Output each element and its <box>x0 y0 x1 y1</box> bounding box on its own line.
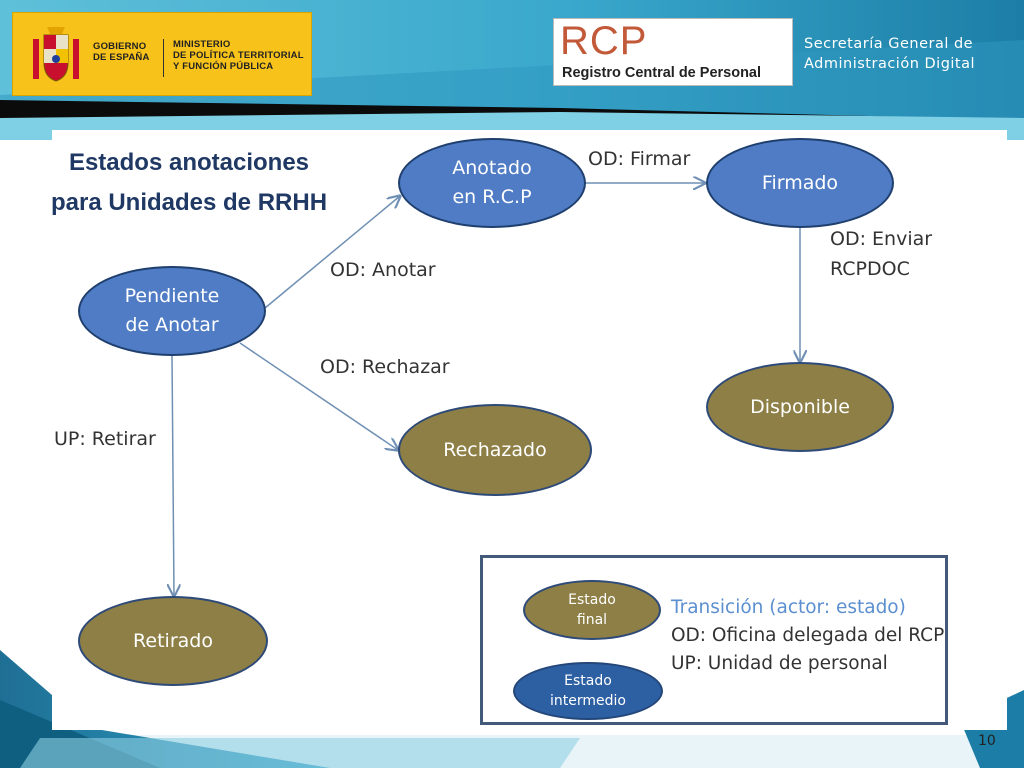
slide-title: Estados anotaciones para Unidades de RRH… <box>14 143 364 223</box>
node-label: Pendiente <box>124 285 220 307</box>
state-rechazado-node: Rechazado <box>398 404 592 496</box>
ministry-line: Y FUNCIÓN PÚBLICA <box>173 61 274 72</box>
edge-label-retirar: UP: Retirar <box>54 428 156 450</box>
legend: Estado final Estado intermedio Transició… <box>480 555 948 725</box>
state-retirado-node: Retirado <box>78 596 268 686</box>
state-anotado-node: Anotado en R.C.P <box>398 138 586 228</box>
state-pendiente-node: Pendiente de Anotar <box>78 266 266 356</box>
node-label: en R.C.P <box>452 186 532 208</box>
state-firmado-node: Firmado <box>706 138 894 228</box>
edge-label-line: RCPDOC <box>830 258 910 280</box>
node-label: Retirado <box>133 629 213 652</box>
rcp-logo-acronym: RCP <box>560 19 648 63</box>
secretaria-text: Secretaría General de Administración Dig… <box>804 34 975 74</box>
gov-logo-line: GOBIERNO <box>93 41 147 52</box>
secretaria-line: Secretaría General de <box>804 36 974 52</box>
legend-label: final <box>576 612 608 628</box>
legend-od-text: OD: Oficina delegada del RCP <box>671 625 945 646</box>
state-disponible-node: Disponible <box>706 362 894 452</box>
ministry-line: DE POLÍTICA TERRITORIAL <box>173 50 304 61</box>
arrow-rechazar <box>239 342 398 450</box>
node-label: Disponible <box>750 395 850 418</box>
ministry-line: MINISTERIO <box>173 39 231 50</box>
arrow-retirar <box>172 354 174 596</box>
legend-label: Estado <box>564 673 612 689</box>
edge-label-line: OD: Enviar <box>830 228 933 250</box>
gov-logo-separator <box>163 39 164 77</box>
legend-transition-text: Transición (actor: estado) <box>671 597 906 618</box>
edge-label-rechazar: OD: Rechazar <box>320 356 450 378</box>
rcp-logo: RCP Registro Central de Personal <box>553 18 793 86</box>
node-label: Anotado <box>452 157 532 179</box>
slide-title-line: Estados anotaciones <box>68 149 310 176</box>
legend-label: Estado <box>568 592 616 608</box>
arrow-anotar <box>264 196 400 309</box>
gov-logo-left-text: GOBIERNO DE ESPAÑA <box>93 41 150 63</box>
gov-logo-right-text: MINISTERIO DE POLÍTICA TERRITORIAL Y FUN… <box>173 39 304 72</box>
node-label: Rechazado <box>443 438 547 461</box>
legend-intermediate-state: Estado intermedio <box>513 662 663 720</box>
legend-label: intermedio <box>550 693 626 709</box>
secretaria-line: Administración Digital <box>804 56 976 72</box>
edge-label-enviar: OD: Enviar RCPDOC <box>830 224 932 284</box>
edge-label-firmar: OD: Firmar <box>588 148 691 170</box>
slide-title-line: para Unidades de RRHH <box>50 189 328 216</box>
rcp-logo-name: Registro Central de Personal <box>562 65 762 81</box>
coat-of-arms-icon <box>33 27 79 82</box>
node-label: Firmado <box>761 171 839 194</box>
government-logo: GOBIERNO DE ESPAÑA MINISTERIO DE POLÍTIC… <box>12 12 312 96</box>
edge-label-anotar: OD: Anotar <box>330 259 436 281</box>
gov-logo-line: DE ESPAÑA <box>93 52 150 63</box>
page-number: 10 <box>978 733 996 749</box>
legend-final-state: Estado final <box>523 580 661 640</box>
legend-up-text: UP: Unidad de personal <box>671 653 888 674</box>
node-label: de Anotar <box>125 314 219 336</box>
